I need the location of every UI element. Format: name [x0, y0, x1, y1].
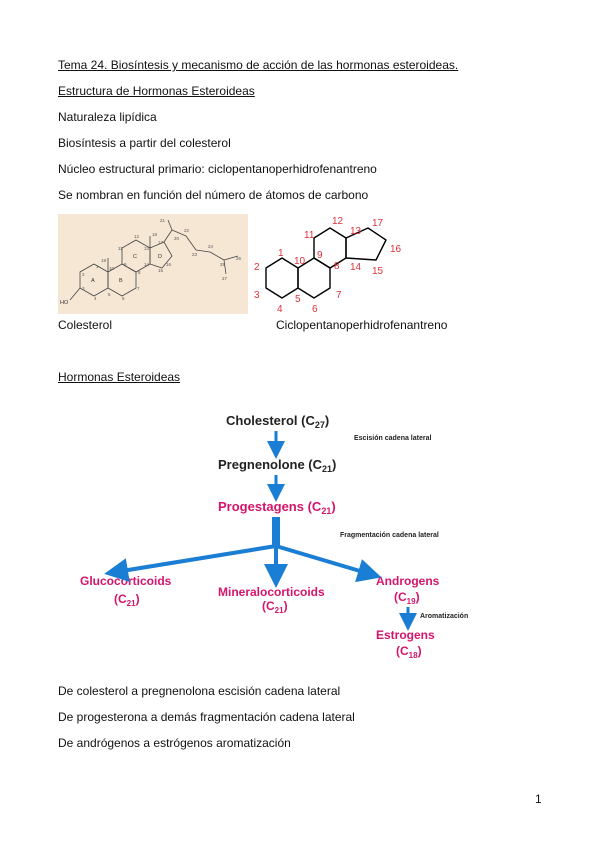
s-num: 5	[295, 294, 301, 305]
c-num: 2	[82, 272, 85, 277]
c-num: 27	[222, 276, 228, 281]
label-side-chain-cleavage: Escisión cadena lateral	[354, 435, 431, 442]
s-num: 17	[372, 218, 384, 229]
c-num: 1	[96, 264, 99, 269]
c-num: 21	[160, 218, 166, 223]
arrow-to-androgens	[275, 544, 382, 583]
node-pregnenolone: Pregnenolone (C21)	[218, 457, 336, 474]
c-num: 17	[158, 240, 164, 245]
c-num: 4	[94, 296, 97, 301]
label-aromatization: Aromatización	[420, 613, 468, 620]
caption-steroid-nucleus: Ciclopentanoperhidrofenantreno	[276, 318, 448, 332]
point-1: Naturaleza lipídica	[58, 110, 157, 124]
ho-label: HO	[60, 300, 69, 306]
s-num: 3	[254, 290, 260, 301]
c-num: 22	[184, 228, 190, 233]
c-num: 18	[152, 232, 158, 237]
c-num: 25	[220, 262, 226, 267]
note-1: De colesterol a pregnenolona escisión ca…	[58, 684, 341, 698]
s-num: 1	[278, 248, 284, 259]
s-num: 8	[334, 261, 340, 272]
ring-label-c: C	[133, 254, 137, 260]
point-2: Biosíntesis a partir del colesterol	[58, 136, 231, 150]
steroid-pathway-diagram: Cholesterol (C27) Pregnenolone (C21) Pro…	[80, 413, 468, 660]
s-num: 2	[254, 262, 260, 273]
s-num: 11	[304, 230, 315, 241]
s-num: 15	[372, 266, 384, 277]
c-num: 15	[158, 268, 164, 273]
ring-label-a: A	[91, 278, 95, 284]
node-estrogens: Estrogens	[376, 628, 435, 642]
c-num: 20	[174, 236, 180, 241]
c-num: 13	[144, 246, 150, 251]
node-mineralocorticoids-carbon: (C21)	[262, 599, 288, 615]
point-3: Núcleo estructural primario: ciclopentan…	[58, 162, 377, 176]
c-num: 6	[122, 296, 125, 301]
arrow-to-glucocorticoids	[104, 544, 277, 582]
point-4: Se nombran en función del número de átom…	[58, 188, 369, 202]
section-heading-structure: Estructura de Hormonas Esteroideas	[58, 84, 255, 98]
c-num: 5	[108, 292, 111, 297]
c-num: 14	[144, 262, 150, 267]
c-num: 7	[137, 286, 140, 291]
s-num: 12	[332, 216, 344, 227]
s-num: 10	[294, 256, 306, 267]
c-num: 12	[134, 234, 140, 239]
note-3: De andrógenos a estrógenos aromatización	[58, 736, 291, 750]
s-num: 16	[390, 244, 402, 255]
node-glucocorticoids-carbon: (C21)	[114, 592, 140, 608]
section-heading-hormones: Hormonas Esteroideas	[58, 370, 181, 384]
node-cholesterol: Cholesterol (C27)	[226, 413, 329, 430]
s-num: 9	[317, 250, 323, 261]
s-num: 6	[312, 304, 318, 315]
node-androgens: Androgens	[376, 574, 440, 588]
c-num: 8	[138, 270, 141, 275]
arrow-trunk	[272, 517, 280, 546]
node-androgens-carbon: (C19)	[394, 590, 420, 606]
c-num: 9	[124, 262, 127, 267]
c-num: 19	[101, 258, 107, 263]
node-mineralocorticoids: Mineralocorticoids	[218, 585, 325, 599]
note-2: De progesterona a demás fragmentación ca…	[58, 710, 355, 724]
ring-label-b: B	[119, 278, 123, 284]
c-num: 24	[208, 244, 214, 249]
caption-cholesterol: Colesterol	[58, 318, 113, 332]
page-number: 1	[535, 792, 542, 806]
cholesterol-structure-figure: A B C D HO 1 2 3 4 5 6 7 8 9 10 11 12 13…	[58, 214, 248, 314]
s-num: 7	[336, 290, 342, 301]
node-progestagens: Progestagens (C21)	[218, 499, 336, 516]
c-num: 3	[82, 286, 85, 291]
c-num: 26	[236, 256, 242, 261]
s-num: 14	[350, 262, 362, 273]
pathway-arrows	[104, 431, 417, 631]
s-num: 13	[350, 226, 362, 237]
c-num: 16	[166, 262, 172, 267]
steroid-nucleus-figure: 1 2 3 4 5 6 7 8 9 10 11 12 13 14 15 16 1…	[254, 216, 402, 315]
ring-label-d: D	[158, 254, 162, 260]
node-glucocorticoids: Glucocorticoids	[80, 574, 172, 588]
c-num: 23	[192, 252, 198, 257]
steroid-carbon-numbers: 1 2 3 4 5 6 7 8 9 10 11 12 13 14 15 16 1…	[254, 216, 402, 315]
s-num: 4	[277, 304, 283, 315]
c-num: 10	[109, 266, 115, 271]
c-num: 11	[118, 246, 123, 251]
label-side-chain-fragmentation: Fragmentación cadena lateral	[340, 532, 439, 539]
node-estrogens-carbon: (C18)	[396, 644, 422, 660]
cholesterol-carbon-numbers: 1 2 3 4 5 6 7 8 9 10 11 12 13 14 15 16 1…	[82, 218, 242, 301]
page-title: Tema 24. Biosíntesis y mecanismo de acci…	[58, 58, 459, 72]
